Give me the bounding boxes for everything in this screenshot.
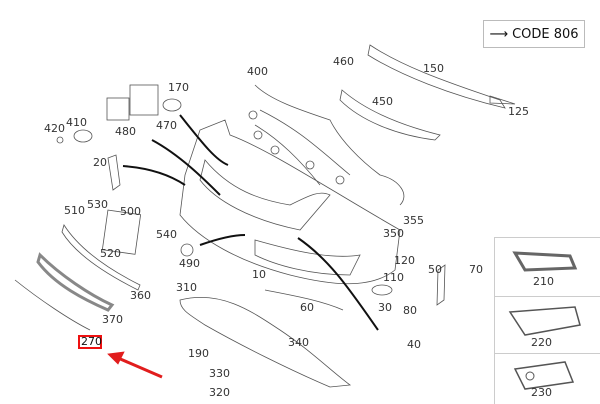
side-panel: 210 220 230: [494, 237, 600, 404]
leader-arrows: [122, 114, 379, 331]
connector-shape: [335, 175, 345, 185]
part-label[interactable]: 50: [428, 263, 442, 276]
strip-270-shape: [14, 279, 91, 331]
red-arrow-icon: [107, 351, 163, 379]
code-label: ⟶ CODE 806: [483, 20, 585, 48]
part-label[interactable]: 540: [156, 228, 177, 241]
part-label[interactable]: 500: [120, 205, 141, 218]
part-label[interactable]: 420: [44, 122, 65, 135]
part-label[interactable]: 310: [176, 281, 197, 294]
part-label[interactable]: 125: [508, 105, 529, 118]
trim-strip-450-shape: [339, 89, 441, 141]
grille-opening-shape: [199, 159, 331, 231]
part-label: 220: [531, 336, 552, 349]
side-item-220[interactable]: 220: [495, 297, 600, 354]
grille-insert-210-shape: [512, 251, 578, 272]
cover-20-shape: [107, 154, 121, 191]
sensor-410-shape: [73, 129, 93, 143]
part-label[interactable]: 355: [403, 214, 424, 227]
fog-trim-230-shape: [513, 361, 575, 390]
connector-shape: [253, 130, 263, 140]
part-125-shape: [489, 95, 516, 105]
part-label: 210: [533, 275, 554, 288]
part-label[interactable]: 320: [209, 386, 230, 399]
part-label[interactable]: 40: [407, 338, 421, 351]
part-label[interactable]: 70: [469, 263, 483, 276]
module-480-shape: [106, 97, 130, 121]
bracket-510-shape: [61, 224, 141, 291]
part-label[interactable]: 490: [179, 257, 200, 270]
bracket-shape: [129, 84, 159, 116]
part-label[interactable]: 60: [300, 301, 314, 314]
part-label[interactable]: 360: [130, 289, 151, 302]
part-label[interactable]: 410: [66, 116, 87, 129]
part-label[interactable]: 510: [64, 204, 85, 217]
cap-30-shape: [371, 284, 393, 296]
part-label[interactable]: 110: [383, 271, 404, 284]
connector-shape: [305, 160, 315, 170]
part-label[interactable]: 340: [288, 336, 309, 349]
bracket-50-shape: [436, 264, 446, 306]
part-label[interactable]: 10: [252, 268, 266, 281]
connector-shape: [248, 110, 258, 120]
seal-60-shape: [264, 289, 344, 311]
part-label[interactable]: 20: [93, 156, 107, 169]
part-label[interactable]: 190: [188, 347, 209, 360]
part-label[interactable]: 150: [423, 62, 444, 75]
part-label[interactable]: 330: [209, 367, 230, 380]
part-label[interactable]: 480: [115, 125, 136, 138]
code-text: CODE 806: [512, 26, 579, 42]
part-label[interactable]: 170: [168, 81, 189, 94]
trim-strip-150-shape: [367, 44, 506, 109]
part-label[interactable]: 450: [372, 95, 393, 108]
connector-shape: [270, 145, 280, 155]
underbody-panel-310-shape: [179, 296, 352, 388]
highlighted-part-label[interactable]: 270: [81, 335, 102, 348]
grille-370-shape: [36, 252, 115, 312]
plate-500-shape: [101, 209, 142, 255]
part-label[interactable]: 120: [394, 254, 415, 267]
wiring-harness-shape: [254, 84, 405, 206]
lower-intake-shape: [254, 239, 361, 276]
part-label[interactable]: 400: [247, 65, 268, 78]
right-arrow-icon: ⟶: [489, 26, 509, 42]
side-item-210[interactable]: 210: [495, 238, 600, 297]
bumper-cover-shape: [179, 119, 401, 285]
part-label[interactable]: 530: [87, 198, 108, 211]
part-label[interactable]: 350: [383, 227, 404, 240]
trim-220-shape: [508, 306, 581, 336]
emblem-170-shape: [162, 98, 182, 112]
highlight-box: [78, 335, 102, 349]
sensor-490-shape: [180, 243, 194, 257]
ring-420-shape: [56, 136, 64, 144]
part-label[interactable]: 80: [403, 304, 417, 317]
part-label[interactable]: 470: [156, 119, 177, 132]
part-label[interactable]: 30: [378, 301, 392, 314]
part-label[interactable]: 460: [333, 55, 354, 68]
part-label[interactable]: 370: [102, 313, 123, 326]
part-label: 230: [531, 386, 552, 399]
side-item-230[interactable]: 230: [495, 354, 600, 404]
part-label[interactable]: 520: [100, 247, 121, 260]
